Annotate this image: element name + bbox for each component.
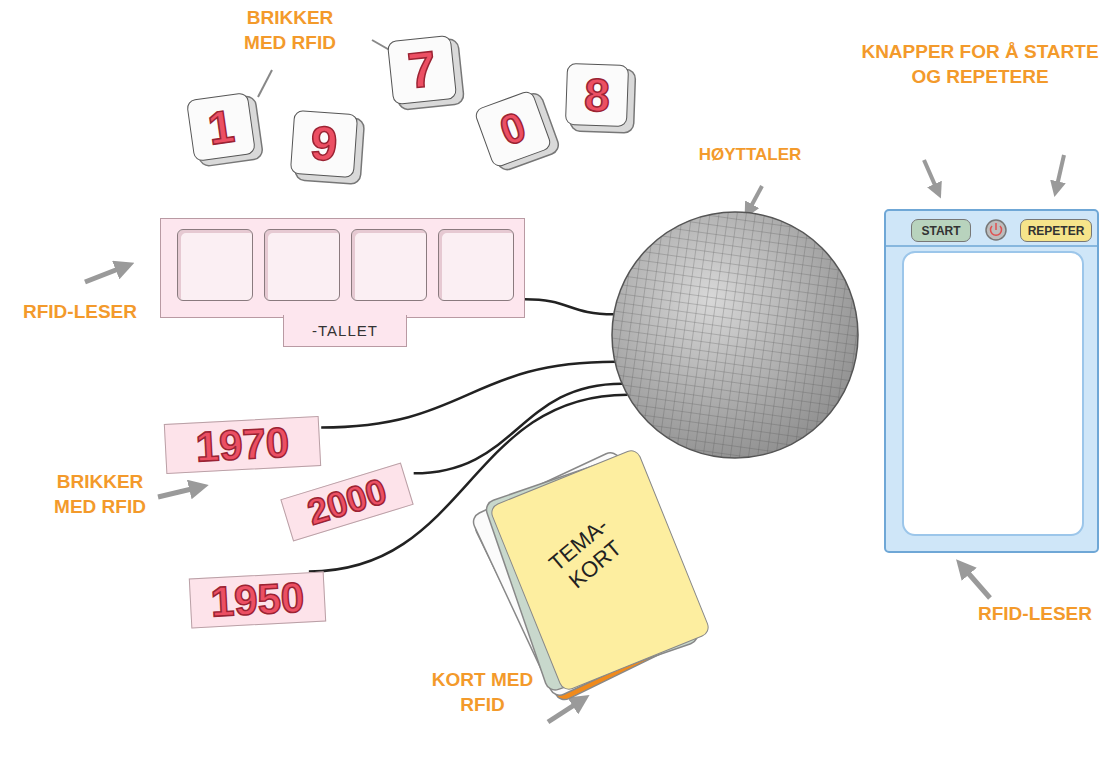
reader-caption: -TALLET — [312, 322, 378, 339]
speaker-heading: HØYTTALER — [670, 144, 830, 166]
rfid-tile: 9 — [290, 110, 358, 178]
rfid-reader: -TALLET — [160, 218, 525, 318]
power-icon — [990, 223, 1001, 235]
wire — [525, 299, 614, 314]
control-button: REPETER — [1020, 219, 1092, 242]
year-tile: 1950 — [189, 572, 326, 629]
tile-slot — [438, 229, 514, 301]
button-label: START — [921, 224, 960, 238]
tile-slot — [177, 229, 253, 301]
rfid-tile: 0 — [473, 89, 552, 168]
tile-digit: 0 — [495, 105, 531, 152]
callout-arrow — [748, 186, 762, 212]
reader-tab: -TALLET — [283, 315, 407, 347]
card-title: TEMA- KORT — [536, 506, 639, 604]
tile-slot — [264, 229, 340, 301]
callout-label: BRIKKER MED RFID — [40, 470, 160, 519]
callout-label: BRIKKER MED RFID — [225, 6, 355, 55]
sphere-mesh — [612, 212, 858, 458]
callout-arrow — [924, 160, 938, 192]
tile-digit: 1 — [205, 102, 237, 151]
tile-slot — [351, 229, 427, 301]
callout-label: KNAPPER FOR Å STARTE OG REPETERE — [850, 40, 1108, 89]
callout-arrow — [1056, 155, 1064, 190]
rfid-tile: 1 — [186, 92, 256, 162]
rfid-tile: 7 — [387, 35, 457, 105]
sphere-body — [612, 212, 858, 458]
wire — [321, 362, 615, 428]
button-label: REPETER — [1028, 224, 1085, 238]
reader-device — [885, 210, 1098, 552]
rfid-tile: 8 — [565, 63, 629, 127]
callout-label: RFID-LESER — [5, 300, 155, 325]
speaker: HØYTTALER — [610, 210, 860, 460]
tile-digit: 8 — [583, 72, 610, 119]
callout-label: KORT MED RFID — [420, 668, 545, 717]
year-tile: 2000 — [280, 463, 413, 542]
power-button — [986, 220, 1006, 240]
leader-line — [258, 70, 272, 97]
theme-card: TEMA- KORT — [488, 447, 711, 692]
year-number: 2000 — [303, 473, 390, 531]
year-tile: 1970 — [164, 416, 321, 474]
callout-arrow — [548, 700, 582, 722]
year-number: 1950 — [210, 577, 306, 624]
year-number: 1970 — [195, 422, 291, 469]
tile-digit: 9 — [309, 119, 339, 169]
callout-arrow — [158, 487, 200, 497]
speaker-sphere — [610, 210, 860, 460]
callout-arrow — [962, 566, 990, 598]
device-divider — [885, 245, 1098, 247]
tile-digit: 7 — [406, 44, 439, 97]
control-button: START — [911, 219, 971, 242]
callout-arrow — [85, 266, 126, 282]
callout-label: RFID-LESER — [960, 602, 1108, 627]
reader-surface — [903, 252, 1083, 535]
